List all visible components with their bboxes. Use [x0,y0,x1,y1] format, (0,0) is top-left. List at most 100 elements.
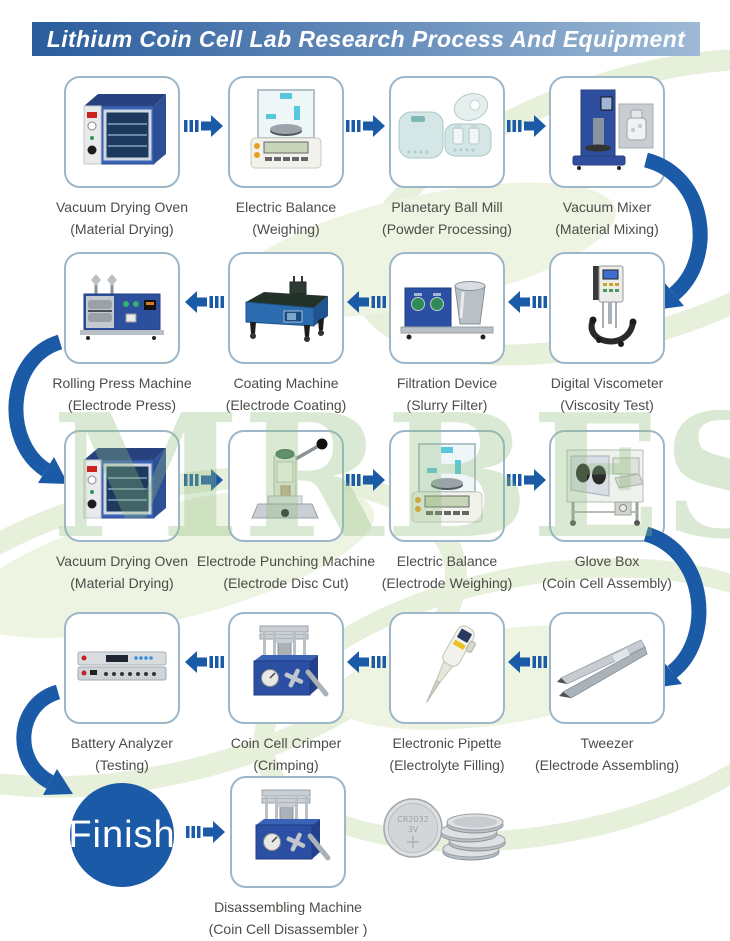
flow-arrow-left [185,291,224,313]
step-subtitle: (Material Drying) [70,575,174,591]
step-rolling-press-machine: Rolling Press Machine (Electrode Press) [52,252,192,413]
step-electric-balance-2: Electric Balance (Electrode Weighing) [382,430,512,591]
vacuum-mixer-image [572,89,654,170]
flow-arrow-right [507,469,546,491]
flow-arrow-left [347,291,386,313]
step-vacuum-mixer: Vacuum Mixer (Material Mixing) [549,76,665,237]
electronic-pipette-image [425,625,476,703]
step-title: Electronic Pipette [392,735,502,751]
step-title: Vacuum Drying Oven [55,553,189,569]
step-tweezer: Tweezer (Electrode Assembling) [535,612,679,773]
step-subtitle: (Material Mixing) [555,221,659,237]
step-title: Digital Viscometer [550,375,664,391]
flow-arrow-right [507,115,546,137]
step-title: Tweezer [580,735,634,751]
equipment-box [230,776,346,888]
equipment-box [64,430,180,542]
step-subtitle: (Slurry Filter) [406,397,488,413]
filtration-device-image [400,281,494,340]
equipment-box [228,252,344,364]
step-title: Coin Cell Crimper [230,735,342,751]
coin-cell-marking-voltage: 3V [408,825,419,834]
step-subtitle: (Coin Cell Assembly) [542,575,672,591]
electrode-punching-machine-image [251,438,328,519]
curved-arrow-down-left-2 [16,684,73,795]
rolling-press-machine-image [80,274,164,340]
digital-viscometer-image [588,265,637,347]
tweezer-image [557,639,648,699]
flow-arrow-right [346,115,385,137]
step-vacuum-drying-oven-1: Vacuum Drying Oven (Material Drying) [56,76,188,237]
step-subtitle: (Crimping) [253,757,319,773]
equipment-box [64,76,180,188]
coating-machine-image [245,276,328,342]
equipment-box [389,252,505,364]
step-battery-analyzer: Battery Analyzer (Testing) [64,612,180,773]
step-coating-machine: Coating Machine (Electrode Coating) [226,252,346,413]
curved-arrow-down-left-1 [8,334,68,484]
step-title: Electric Balance [235,199,337,215]
step-coin-cell-crimper: Coin Cell Crimper (Crimping) [228,612,344,773]
step-subtitle: (Electrode Assembling) [535,757,679,773]
vacuum-drying-oven-image [83,94,166,165]
step-subtitle: (Testing) [95,757,149,773]
step-subtitle: (Viscosity Test) [560,397,654,413]
step-title: Electrode Punching Machine [196,553,376,569]
step-subtitle: (Electrolyte Filling) [389,757,505,773]
step-filtration-device: Filtration Device (Slurry Filter) [389,252,505,413]
step-electric-balance-1: Electric Balance (Weighing) [228,76,344,237]
step-subtitle: (Coin Cell Disassembler ) [208,921,368,937]
step-title: Planetary Ball Mill [391,199,503,215]
step-title: Vacuum Drying Oven [55,199,189,215]
step-subtitle: (Electrode Coating) [225,397,347,413]
disassembling-machine-image [255,789,331,861]
step-title: Coating Machine [233,375,339,391]
equipment-box [228,430,344,542]
step-title: Glove Box [574,553,640,569]
glove-box-image [566,449,644,526]
coin-cell-marking-model: CR2032 [397,815,429,824]
equipment-box [549,612,665,724]
step-title: Rolling Press Machine [52,375,192,391]
equipment-box [228,612,344,724]
step-subtitle: (Electrode Weighing) [381,575,513,591]
step-subtitle: (Powder Processing) [382,221,512,237]
equipment-box [389,612,505,724]
coin-cell-crimper-image [253,625,329,697]
step-digital-viscometer: Digital Viscometer (Viscosity Test) [549,252,665,413]
page-title: Lithium Coin Cell Lab Research Process A… [46,25,686,52]
flow-arrow-right [184,469,223,491]
step-subtitle: (Material Drying) [70,221,174,237]
flow-arrow-right [346,469,385,491]
equipment-box [389,430,505,542]
flow-arrow-left [508,651,547,673]
step-glove-box: Glove Box (Coin Cell Assembly) [542,430,672,591]
equipment-box [549,76,665,188]
step-title: Vacuum Mixer [562,199,652,215]
step-title: Filtration Device [396,375,498,391]
flow-arrow-left [347,651,386,673]
step-planetary-ball-mill: Planetary Ball Mill (Powder Processing) [382,76,512,237]
equipment-box [64,612,180,724]
step-vacuum-drying-oven-2: Vacuum Drying Oven (Material Drying) [56,430,188,591]
planetary-ball-mill-image [398,93,492,159]
step-title: Battery Analyzer [71,735,173,751]
equipment-box [549,430,665,542]
flow-arrow-left [508,291,547,313]
battery-analyzer-image [77,651,167,681]
equipment-box [389,76,505,188]
coin-cell-batteries-image: CR2032 3V [383,798,506,861]
step-title: Electric Balance [396,553,498,569]
electric-balance-image [411,443,483,523]
step-electrode-punching-machine: Electrode Punching Machine (Electrode Di… [197,430,375,591]
step-subtitle: (Electrode Press) [67,397,177,413]
step-subtitle: (Electrode Disc Cut) [223,575,349,591]
electric-balance-image [250,89,322,169]
flow-arrow-right [186,821,225,843]
title-banner: Lithium Coin Cell Lab Research Process A… [32,22,700,56]
flow-arrow-right [184,115,223,137]
finish-node: Finish [68,783,176,887]
finish-label: Finish [68,813,176,856]
equipment-box [549,252,665,364]
